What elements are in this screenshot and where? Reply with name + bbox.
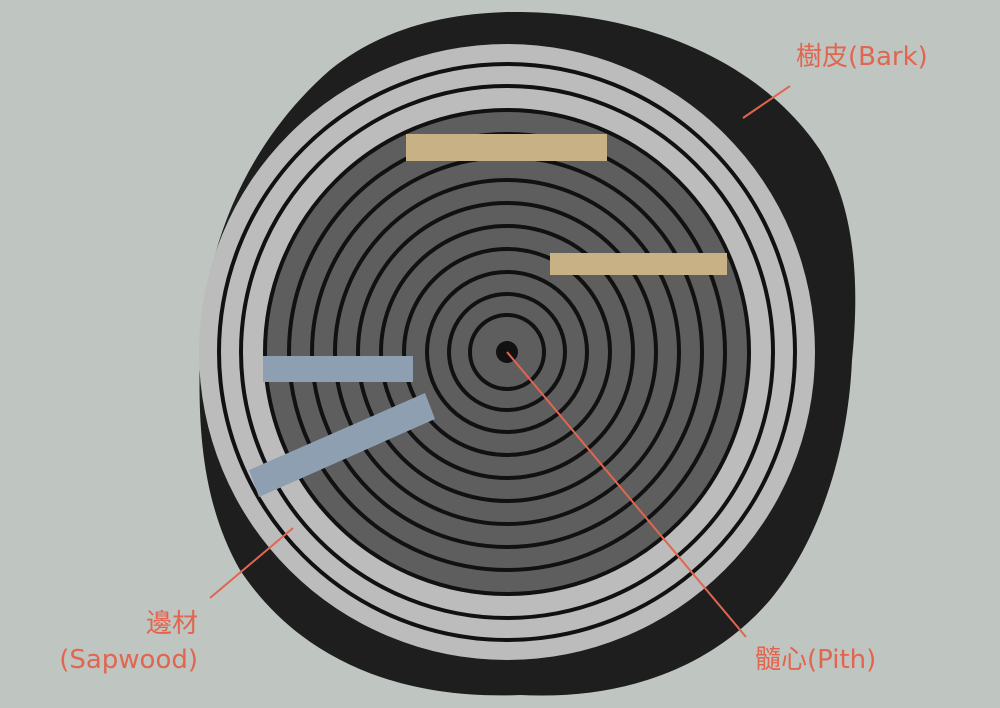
sapwood-leader <box>209 527 294 599</box>
pith-leader <box>506 351 747 638</box>
growth-ring <box>402 247 612 457</box>
pith-label: 髓心(Pith) <box>755 645 877 675</box>
growth-ring <box>239 84 775 620</box>
leader-lines <box>209 85 791 638</box>
growth-ring <box>333 178 681 526</box>
growth-ring <box>447 292 567 412</box>
blue-plank-horizontal <box>263 356 413 382</box>
blue-plank-angled <box>249 393 435 497</box>
growth-ring <box>217 62 797 642</box>
sapwood-label-en: (Sapwood) <box>59 645 198 675</box>
bark-label: 樹皮(Bark) <box>796 42 928 72</box>
sapwood-label-zh: 邊材 <box>145 609 198 639</box>
tan-plank-top <box>406 134 607 161</box>
sapwood-rings <box>217 62 797 642</box>
tan-plank-right <box>550 253 727 275</box>
growth-ring <box>356 201 658 503</box>
growth-ring <box>468 313 546 391</box>
bark-leader <box>742 85 791 119</box>
growth-ring <box>379 224 635 480</box>
growth-ring <box>425 270 589 434</box>
